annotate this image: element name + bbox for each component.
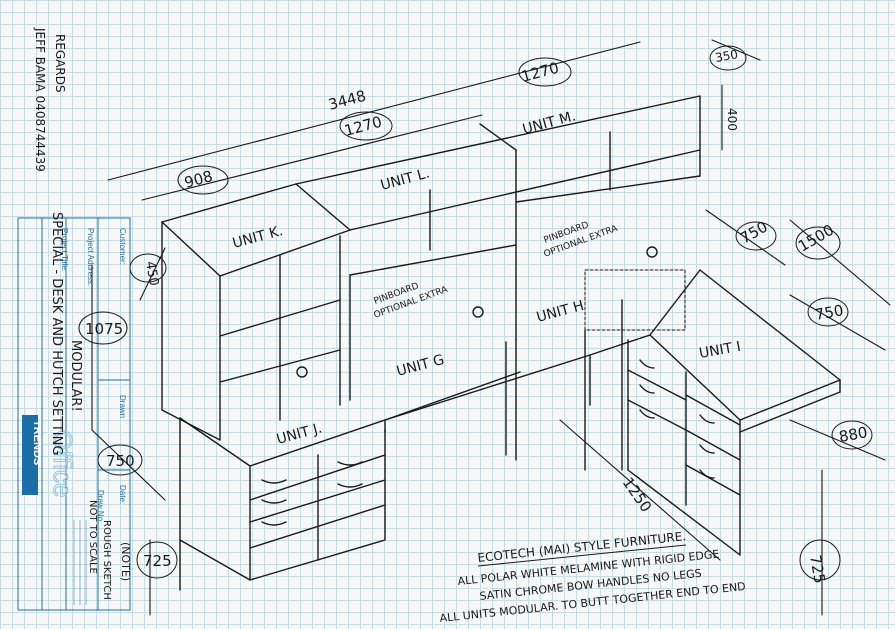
unit-k-shelving bbox=[161, 221, 341, 441]
customer-label: Customer: bbox=[118, 228, 127, 265]
dim-overall: 3448 bbox=[326, 87, 368, 114]
date-label: Date: bbox=[118, 485, 127, 504]
dim-1500: 1500 bbox=[795, 221, 837, 256]
dimension-lines bbox=[91, 39, 891, 616]
unit-h-label: UNIT H bbox=[535, 298, 586, 326]
brand-office: Office bbox=[48, 430, 78, 497]
rough-sketch: ROUGH SKETCH bbox=[101, 520, 112, 600]
dim-1075: 1075 bbox=[85, 320, 123, 338]
hutch-top-outline bbox=[161, 95, 701, 341]
spec-notes: ECOTECH (MAI) STYLE FURNITURE. ALL POLAR… bbox=[439, 529, 746, 625]
regards-line2: JEFF BAMA 0408744439 bbox=[33, 27, 47, 172]
special-subtitle: MODULAR! bbox=[68, 340, 83, 412]
dim-725-left: 725 bbox=[143, 552, 172, 570]
dim-1270-left: 1270 bbox=[342, 113, 384, 140]
dim-750-left: 750 bbox=[106, 452, 135, 470]
not-to-scale: NOT TO SCALE bbox=[87, 500, 98, 574]
title-block: Customer: Project Address: Project Title… bbox=[17, 217, 131, 611]
note-label: (NOTE) bbox=[119, 542, 132, 581]
dim-880: 880 bbox=[838, 423, 869, 446]
bow-handles bbox=[261, 246, 715, 526]
dim-400: 400 bbox=[725, 108, 739, 131]
dim-450: 450 bbox=[142, 260, 161, 287]
project-address-label: Project Address: bbox=[86, 228, 95, 286]
unit-k-label: UNIT K. bbox=[231, 223, 285, 252]
dim-1250: 1250 bbox=[619, 474, 656, 516]
brand-trends: TRENDS bbox=[31, 420, 43, 465]
regards-line1: REGARDS bbox=[53, 34, 67, 93]
dimension-bubbles bbox=[78, 45, 873, 581]
dim-750-r2: 750 bbox=[814, 301, 845, 324]
unit-l-label: UNIT L. bbox=[379, 165, 432, 193]
unit-m-label: UNIT M. bbox=[521, 108, 578, 138]
drawn-label: Drawn bbox=[118, 395, 127, 418]
draw-no-label: Draw No. bbox=[96, 490, 105, 523]
dim-350: 350 bbox=[714, 47, 739, 65]
desk-tops bbox=[179, 269, 841, 556]
legs-and-rails bbox=[179, 339, 591, 591]
dim-725-right: 725 bbox=[806, 554, 829, 585]
dim-908: 908 bbox=[182, 167, 214, 192]
unit-i-label: UNIT I bbox=[698, 339, 742, 362]
drawer-pedestals bbox=[179, 339, 741, 581]
special-title: SPECIAL - DESK AND HUTCH SETTING bbox=[49, 212, 64, 455]
project-title-label: Project Title: bbox=[60, 228, 69, 272]
office-trends-logo: Office TRENDS bbox=[22, 415, 79, 498]
unit-g-label: UNIT G bbox=[395, 352, 446, 380]
